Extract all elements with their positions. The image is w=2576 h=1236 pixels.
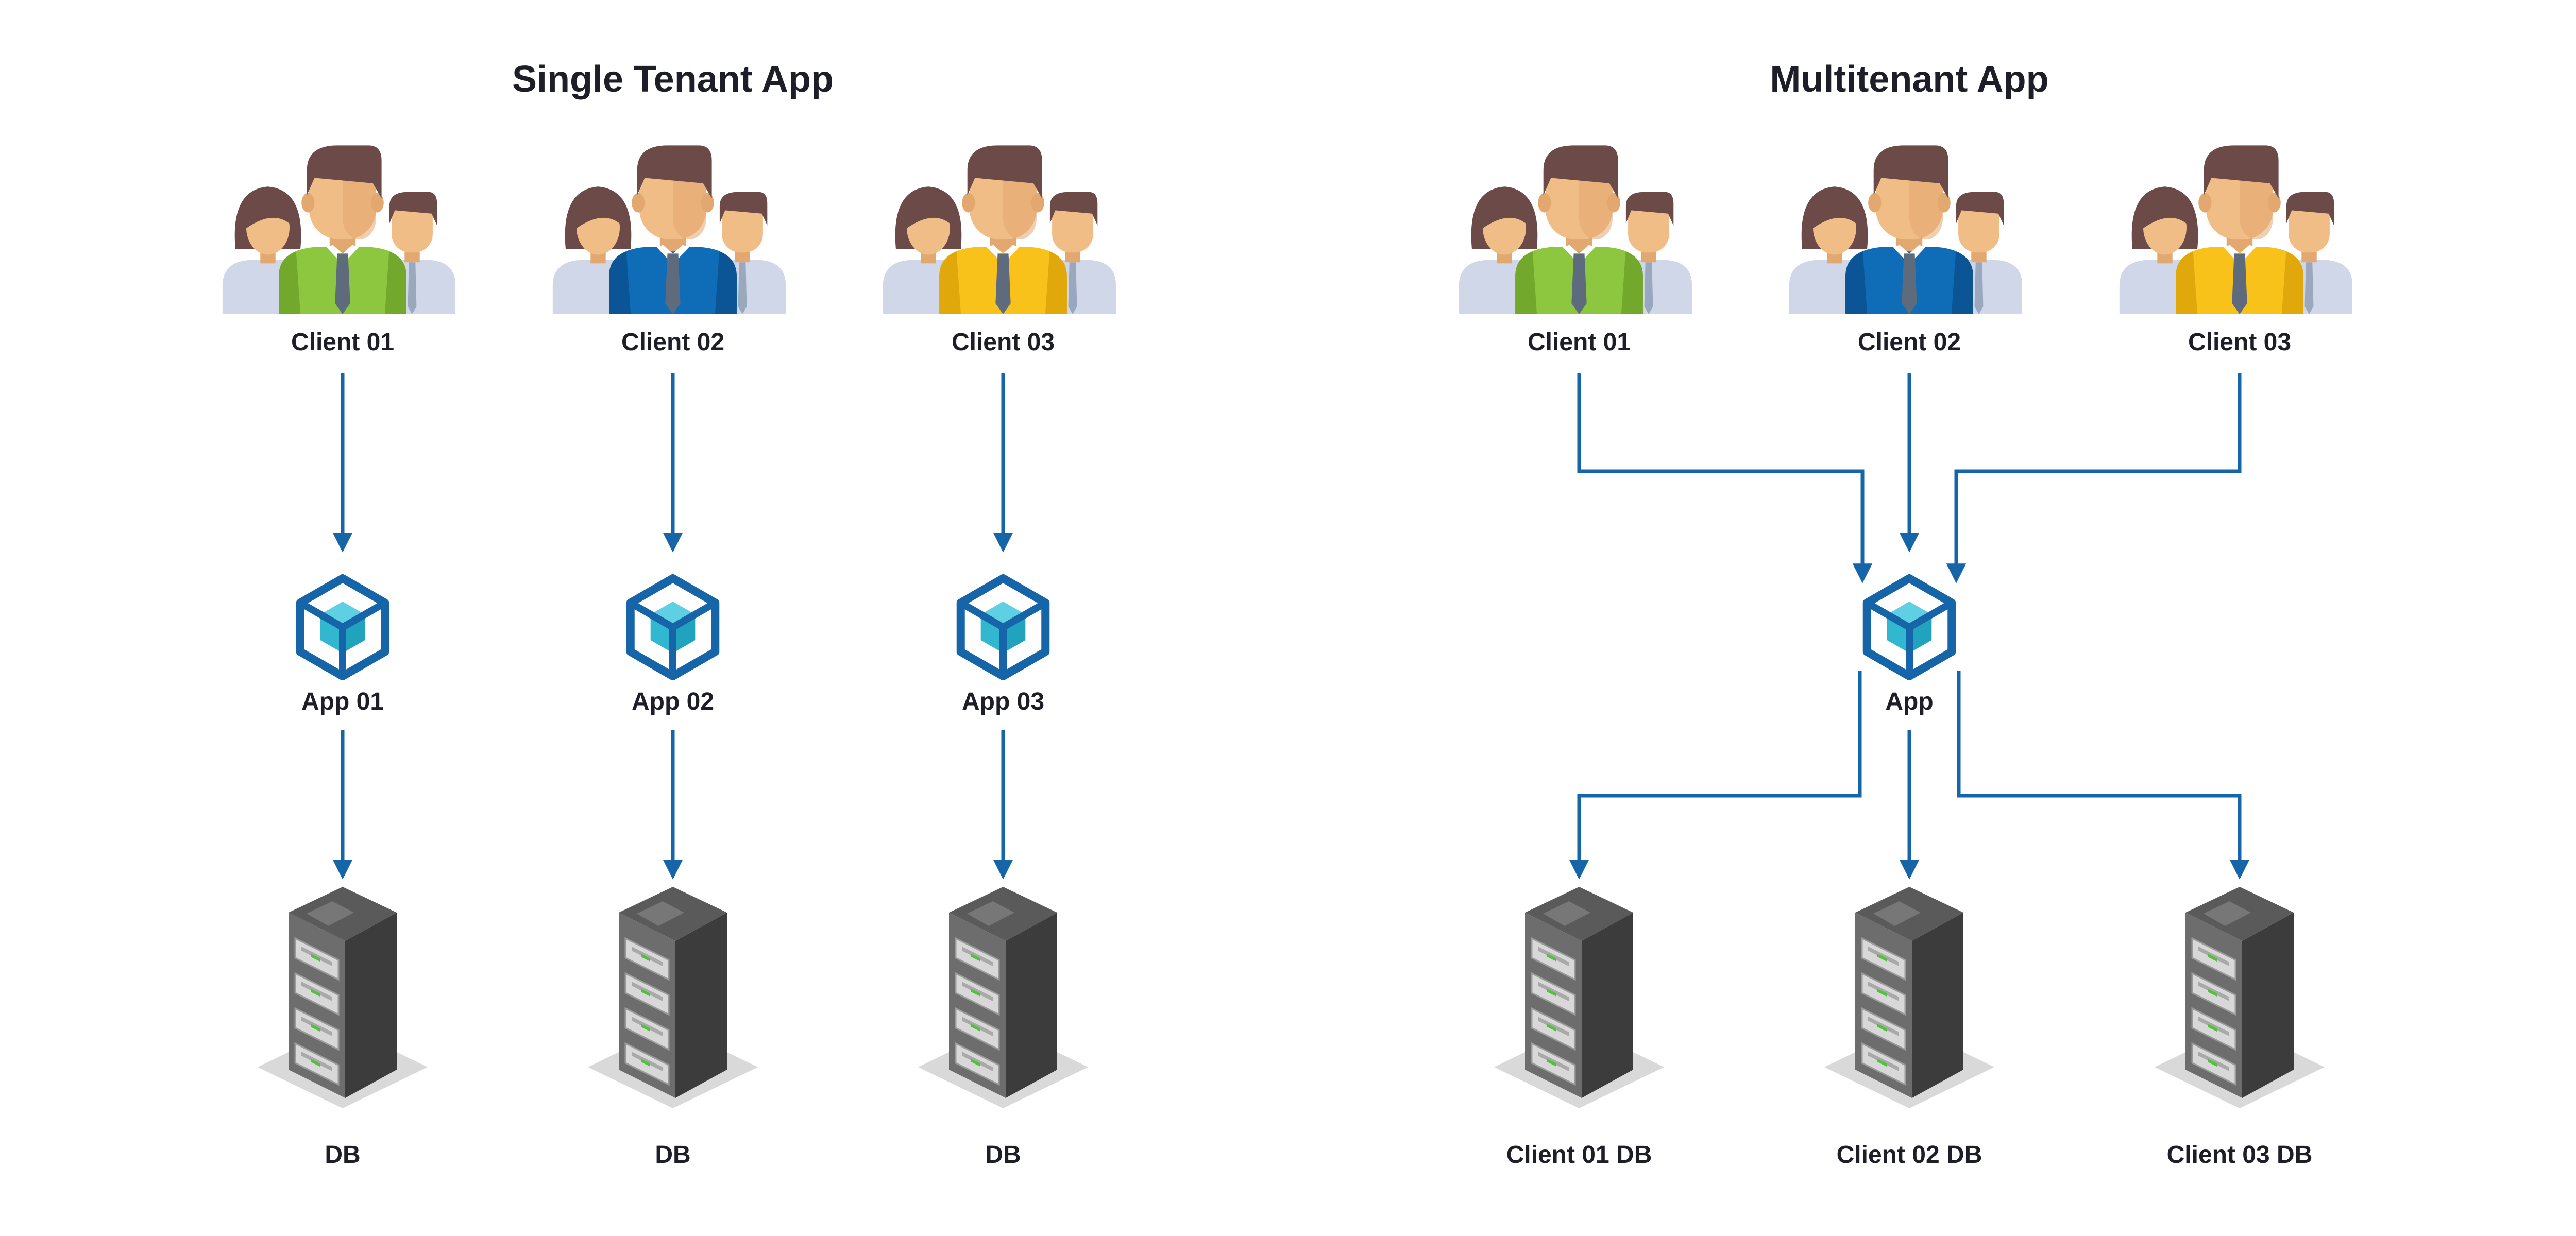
- single-tenant-app-02: App 02: [626, 574, 720, 715]
- client-label: Client 03: [2188, 329, 2291, 356]
- single-tenant-db-02: DB: [588, 887, 758, 1169]
- app-label: App: [1885, 688, 1933, 715]
- server-rack-icon: [2155, 887, 2325, 1108]
- db-label: Client 01 DB: [1506, 1141, 1652, 1169]
- app-label: App 01: [301, 688, 384, 715]
- server-rack-icon: [918, 887, 1088, 1108]
- db-label: DB: [985, 1141, 1021, 1169]
- db-label: DB: [325, 1141, 360, 1169]
- client-label: Client 02: [621, 329, 724, 356]
- multitenant-db-02: Client 02 DB: [1824, 887, 1994, 1169]
- arrow-client-03-to-app: [1946, 373, 2242, 583]
- client-label: Client 01: [291, 329, 394, 356]
- single-tenant-db-03: DB: [918, 887, 1088, 1169]
- single-tenant-db-01: DB: [258, 887, 428, 1169]
- multitenant-client-01: Client 01: [1459, 145, 1692, 356]
- multitenant-client-03: Client 03: [2119, 145, 2352, 356]
- server-rack-icon: [588, 887, 758, 1108]
- db-label: DB: [655, 1141, 690, 1169]
- client-label: Client 03: [952, 329, 1055, 356]
- single-tenant-app-03: App 03: [956, 574, 1050, 715]
- app-label: App 02: [632, 688, 714, 715]
- multitenant-db-03: Client 03 DB: [2155, 887, 2325, 1169]
- server-rack-icon: [1824, 887, 1994, 1108]
- arrow-app-to-client-03-db: [1957, 671, 2250, 880]
- people-group-icon: [883, 145, 1116, 314]
- multitenant-client-02: Client 02: [1789, 145, 2022, 356]
- single-tenant-client-02: Client 02: [552, 145, 786, 356]
- single-tenant-app-01: App 01: [296, 574, 389, 715]
- client-label: Client 02: [1858, 329, 1961, 356]
- multitenant-title: Multitenant App: [1770, 59, 2048, 100]
- client-label: Client 01: [1528, 329, 1631, 356]
- server-rack-icon: [258, 887, 428, 1108]
- app-cube-icon: [296, 574, 389, 680]
- single-tenant-section: Client 01 Client 02 Client 03 App 01 App…: [222, 145, 1116, 1169]
- db-label: Client 02 DB: [1837, 1141, 1982, 1169]
- arrow-client-01-to-app: [1577, 373, 1873, 583]
- server-rack-icon: [1494, 887, 1664, 1108]
- multitenant-db-01: Client 01 DB: [1494, 887, 1664, 1169]
- people-group-icon: [1459, 145, 1692, 314]
- single-tenant-title: Single Tenant App: [512, 59, 834, 100]
- people-group-icon: [552, 145, 786, 314]
- app-cube-icon: [1862, 574, 1956, 680]
- single-tenant-client-03: Client 03: [883, 145, 1116, 356]
- single-tenant-client-01: Client 01: [222, 145, 455, 356]
- db-label: Client 03 DB: [2167, 1141, 2313, 1169]
- multitenant-app: App: [1862, 574, 1956, 715]
- people-group-icon: [2119, 145, 2352, 314]
- multitenant-section: Client 01 Client 02 Client 03 App Client…: [1459, 145, 2352, 1169]
- arrow-app-to-client-01-db: [1569, 671, 1862, 880]
- app-cube-icon: [626, 574, 720, 680]
- app-label: App 03: [962, 688, 1044, 715]
- people-group-icon: [222, 145, 455, 314]
- app-cube-icon: [956, 574, 1050, 680]
- people-group-icon: [1789, 145, 2022, 314]
